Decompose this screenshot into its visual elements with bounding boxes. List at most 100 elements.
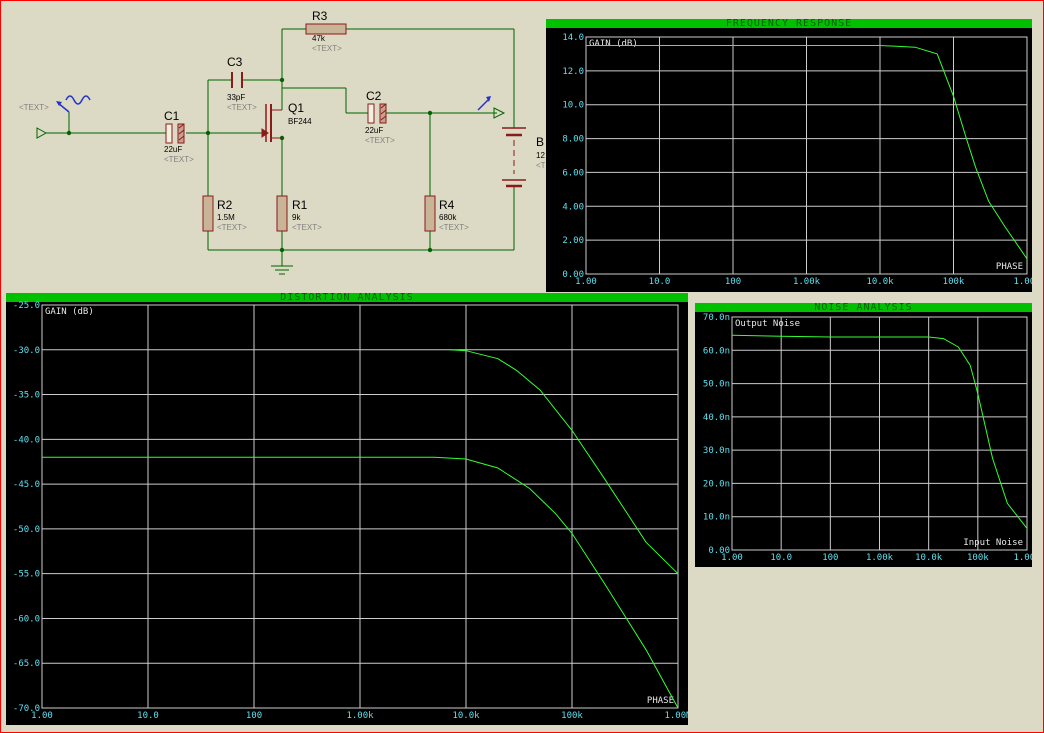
battery-b1[interactable] [502, 127, 526, 188]
frequency-response-title[interactable]: FREQUENCY RESPONSE [546, 19, 1032, 28]
battery-value-label: 12 [536, 151, 545, 160]
wires [46, 28, 515, 266]
frequency-y-tick-label: 14.0 [562, 33, 584, 43]
frequency-y-tick-label: 10.0 [562, 101, 584, 111]
noise-x-tick-label: 100k [967, 553, 989, 563]
noise-analysis-plot: 1.00 10.0 100 1.00k 10.0k 100k 1.00M 70.0n 60.0n… [703, 313, 1032, 563]
r1-value-label: 9k [292, 213, 301, 222]
distortion-y-axis-label: GAIN (dB) [45, 307, 94, 317]
distortion-corner-label: PHASE [647, 696, 674, 706]
resistor-r1[interactable] [276, 195, 288, 232]
distortion-y-tick-label: -25.0 [13, 301, 40, 311]
capacitor-c1[interactable] [165, 123, 185, 144]
resistor-r2[interactable] [202, 195, 214, 232]
r3-ref-label: R3 [312, 9, 328, 23]
c1-ref-label: C1 [164, 109, 180, 123]
junctions [66, 77, 433, 253]
c3-ref-label: C3 [227, 55, 243, 69]
noise-x-tick-label: 10.0k [915, 553, 943, 563]
transistor-q1[interactable] [261, 104, 282, 142]
capacitor-c2[interactable] [367, 103, 387, 124]
noise-x-tick-label: 1.00M [1013, 553, 1032, 563]
noise-x-tick-label: 100 [822, 553, 838, 563]
frequency-x-tick-label: 100 [725, 277, 741, 287]
noise-x-tick-label: 1.00k [866, 553, 894, 563]
battery-text-label: <T [536, 161, 545, 170]
signal-generator-icon[interactable] [56, 95, 91, 113]
capacitor-c3[interactable] [231, 72, 243, 88]
distortion-y-tick-label: -65.0 [13, 659, 40, 669]
distortion-x-tick-label: 10.0k [452, 711, 480, 721]
frequency-trace-1[interactable] [586, 45, 1028, 260]
distortion-x-tick-label: 1.00M [664, 711, 688, 721]
r3-text-label: <TEXT> [312, 44, 342, 53]
distortion-analysis-title[interactable]: DISTORTION ANALYSIS [6, 293, 688, 302]
distortion-grid [41, 304, 679, 709]
schematic-canvas[interactable]: <TEXT> C1 22uF <TEXT> C3 33pF <TEXT> R3 … [0, 0, 545, 290]
distortion-y-tick-label: -60.0 [13, 614, 40, 624]
r3-value-label: 47k [312, 34, 326, 43]
noise-y-axis-label: Output Noise [735, 319, 800, 329]
r2-ref-label: R2 [217, 198, 233, 212]
q1-value-label: BF244 [288, 117, 312, 126]
distortion-y-tick-label: -30.0 [13, 346, 40, 356]
noise-y-tick-label: 40.0n [703, 413, 730, 423]
frequency-x-tick-label: 10.0k [866, 277, 894, 287]
c3-text-label: <TEXT> [227, 103, 257, 112]
noise-x-tick-label: 10.0 [770, 553, 792, 563]
c1-value-label: 22uF [164, 145, 182, 154]
distortion-y-tick-label: -55.0 [13, 570, 40, 580]
frequency-x-tick-label: 1.00M [1013, 277, 1032, 287]
c2-ref-label: C2 [366, 89, 382, 103]
battery-ref-label: B [536, 135, 544, 149]
distortion-y-tick-label: -40.0 [13, 435, 40, 445]
resistor-r3[interactable] [305, 23, 347, 35]
noise-x-tick-label: 1.00 [721, 553, 743, 563]
frequency-y-tick-label: 4.00 [562, 202, 584, 212]
noise-analysis-title[interactable]: NOISE ANALYSIS [695, 303, 1032, 312]
frequency-x-tick-label: 10.0 [649, 277, 671, 287]
c2-value-label: 22uF [365, 126, 383, 135]
noise-y-tick-label: 20.0n [703, 479, 730, 489]
distortion-y-tick-label: -35.0 [13, 391, 40, 401]
r4-ref-label: R4 [439, 198, 455, 212]
frequency-y-tick-label: 2.00 [562, 236, 584, 246]
noise-trace-1[interactable] [731, 334, 1028, 529]
distortion-x-tick-label: 100k [561, 711, 583, 721]
noise-y-tick-label: 60.0n [703, 346, 730, 356]
frequency-y-tick-label: 6.00 [562, 168, 584, 178]
c3-value-label: 33pF [227, 93, 245, 102]
noise-y-tick-label: 0.00 [708, 546, 730, 556]
noise-y-tick-label: 10.0n [703, 513, 730, 523]
distortion-trace-1[interactable] [449, 349, 679, 575]
ground-icon[interactable] [271, 265, 293, 275]
source-text-label: <TEXT> [19, 103, 49, 112]
c1-text-label: <TEXT> [164, 155, 194, 164]
input-terminal-icon[interactable] [36, 127, 48, 139]
r2-value-label: 1.5M [217, 213, 235, 222]
r2-text-label: <TEXT> [217, 223, 247, 232]
noise-grid [731, 316, 1028, 551]
voltage-probe-icon[interactable] [477, 96, 506, 119]
frequency-y-tick-label: 12.0 [562, 67, 584, 77]
frequency-x-tick-label: 1.00 [575, 277, 597, 287]
r1-ref-label: R1 [292, 198, 308, 212]
noise-analysis-graph[interactable]: NOISE ANALYSIS 1.00 10.0 100 1.00k 10.0k 100k… [695, 303, 1032, 567]
distortion-x-tick-label: 10.0 [137, 711, 159, 721]
frequency-grid [585, 36, 1028, 275]
distortion-analysis-plot: 1.0010.01001.00k10.0k100k1.00M-25.0-30.0… [13, 301, 688, 721]
resistor-r4[interactable] [424, 195, 436, 232]
noise-y-tick-label: 30.0n [703, 446, 730, 456]
r1-text-label: <TEXT> [292, 223, 322, 232]
distortion-x-tick-label: 1.00k [346, 711, 374, 721]
noise-y-tick-label: 70.0n [703, 313, 730, 323]
frequency-y-tick-label: 0.00 [562, 270, 584, 280]
frequency-y-tick-label: 8.00 [562, 135, 584, 145]
q1-ref-label: Q1 [288, 101, 304, 115]
noise-y-tick-label: 50.0n [703, 380, 730, 390]
c2-text-label: <TEXT> [365, 136, 395, 145]
r4-text-label: <TEXT> [439, 223, 469, 232]
distortion-trace-2[interactable] [42, 456, 679, 709]
